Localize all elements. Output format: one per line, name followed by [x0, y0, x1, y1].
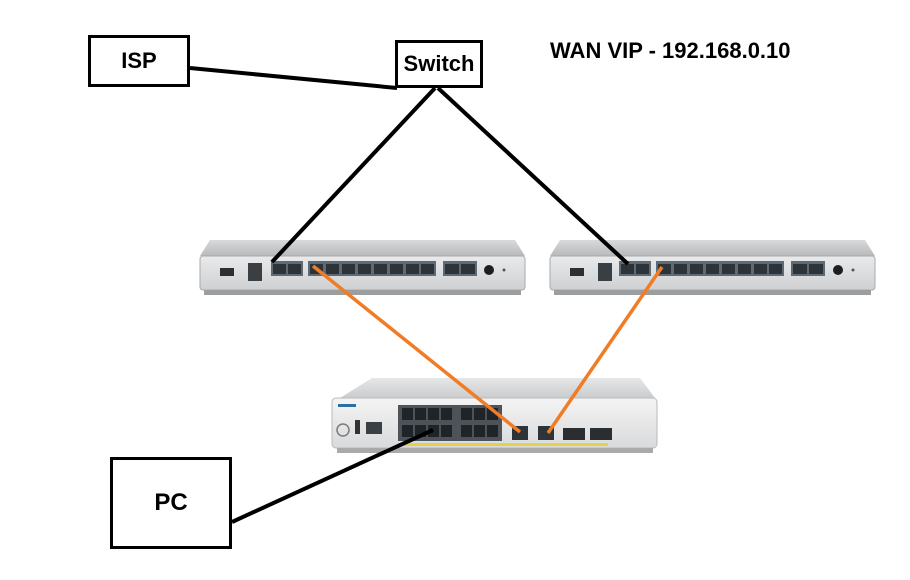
port-icon	[674, 264, 687, 274]
port-icon	[461, 408, 472, 420]
power-button-icon	[484, 265, 494, 275]
port-icon	[621, 264, 634, 274]
port-icon	[374, 264, 387, 274]
port-icon	[441, 408, 452, 420]
port-icon	[636, 264, 649, 274]
links	[189, 66, 664, 524]
status-led-icon	[851, 268, 855, 272]
firewall-right	[549, 240, 876, 295]
wan-vip-label: WAN VIP - 192.168.0.10	[550, 38, 791, 63]
port-icon	[342, 264, 355, 274]
port-icon	[706, 264, 719, 274]
port-icon	[690, 264, 703, 274]
core-switch	[331, 378, 658, 453]
port-icon	[415, 425, 426, 437]
console-port-icon	[598, 263, 612, 281]
firewall-right-top	[550, 240, 875, 256]
cisco-logo-icon	[338, 404, 356, 407]
port-icon	[406, 264, 419, 274]
pc-node: PC	[110, 457, 232, 549]
pc-core-link	[231, 428, 434, 524]
firewall-right-base	[554, 290, 871, 295]
port-icon	[754, 264, 767, 274]
switch-node: Switch	[395, 40, 483, 88]
status-led-icon	[502, 268, 506, 272]
isp-label: ISP	[121, 48, 157, 73]
port-icon	[428, 425, 439, 437]
port-icon	[288, 264, 301, 274]
core-switch-top	[340, 378, 655, 398]
port-icon	[722, 264, 735, 274]
port-group-icon	[656, 261, 784, 276]
firewall-right-core-link	[546, 266, 664, 434]
port-icon	[793, 264, 807, 274]
switch-firewall-left-link	[270, 86, 437, 264]
usb-port-icon	[220, 268, 234, 276]
port-icon	[326, 264, 339, 274]
sfp-slot-icon	[590, 428, 612, 440]
console-port-icon	[248, 263, 262, 281]
port-icon	[461, 264, 475, 274]
port-icon	[428, 408, 439, 420]
isp-node: ISP	[88, 35, 190, 87]
port-icon	[402, 408, 413, 420]
port-icon	[441, 425, 452, 437]
port-icon	[809, 264, 823, 274]
firewall-left-base	[204, 290, 521, 295]
core-switch-base	[337, 448, 653, 453]
sfp-slot-icon	[563, 428, 585, 440]
port-icon	[421, 264, 434, 274]
port-icon	[487, 408, 498, 420]
port-icon	[445, 264, 459, 274]
usb-port-icon	[355, 420, 360, 434]
port-icon	[390, 264, 403, 274]
port-icon	[769, 264, 782, 274]
switch-label: Switch	[403, 51, 475, 76]
mode-button-icon	[336, 423, 350, 437]
port-icon	[487, 425, 498, 437]
firewall-left-top	[200, 240, 525, 256]
firewall-left-core-link	[311, 264, 522, 434]
port-icon	[358, 264, 371, 274]
power-button-icon	[833, 265, 843, 275]
port-icon	[402, 425, 413, 437]
isp-switch-link	[189, 66, 398, 90]
poe-strip-icon	[398, 443, 608, 446]
port-icon	[415, 408, 426, 420]
port-icon	[474, 425, 485, 437]
pc-label: PC	[154, 489, 188, 516]
port-icon	[658, 264, 671, 274]
port-icon	[738, 264, 751, 274]
port-group-icon	[308, 261, 436, 276]
port-icon	[273, 264, 286, 274]
usb-port-icon	[570, 268, 584, 276]
console-port-icon	[366, 422, 382, 434]
port-icon	[461, 425, 472, 437]
firewall-left	[199, 240, 526, 295]
switch-firewall-right-link	[436, 86, 630, 266]
port-icon	[474, 408, 485, 420]
